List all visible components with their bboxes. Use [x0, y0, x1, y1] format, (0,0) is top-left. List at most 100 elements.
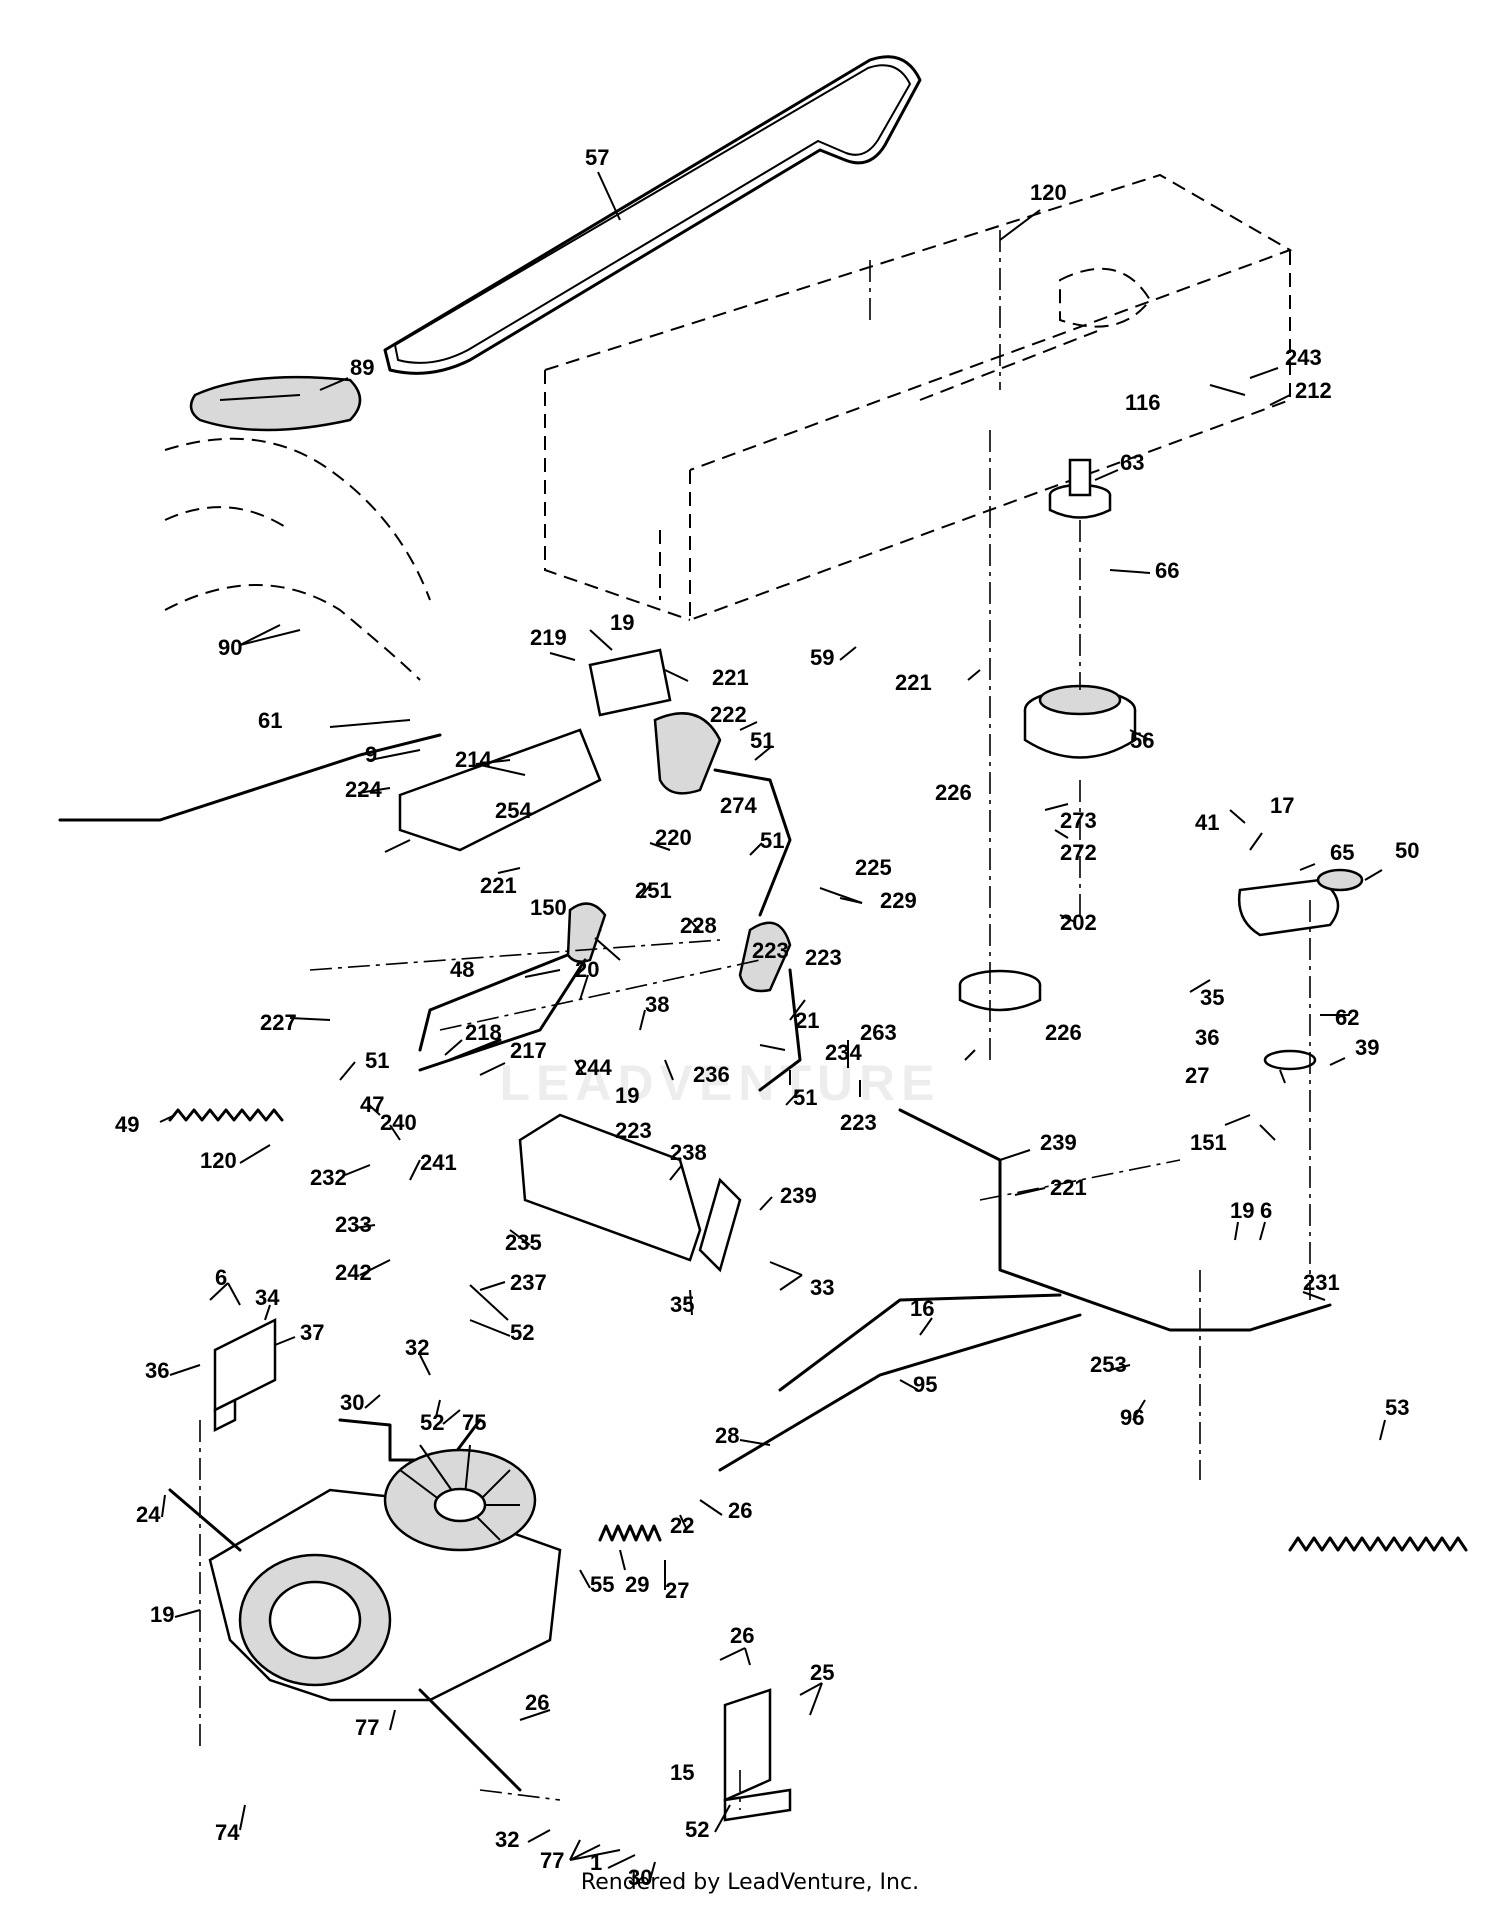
- bracket-30-lower: [723, 1688, 792, 1822]
- callout-19: 19: [615, 1083, 639, 1108]
- callout-32: 32: [495, 1827, 519, 1852]
- callout-232: 232: [310, 1165, 347, 1190]
- callout-243: 243: [1285, 345, 1322, 370]
- callout-214: 214: [455, 747, 492, 772]
- callout-202: 202: [1060, 910, 1097, 935]
- callout-272: 272: [1060, 840, 1097, 865]
- callout-90: 90: [218, 635, 242, 660]
- callout-221: 221: [895, 670, 932, 695]
- electric-clutch: [1023, 684, 1137, 759]
- callout-151: 151: [1190, 1130, 1227, 1155]
- callout-15: 15: [670, 1760, 694, 1785]
- callout-223: 223: [752, 938, 789, 963]
- callout-254: 254: [495, 798, 532, 823]
- callout-28: 28: [715, 1423, 739, 1448]
- callout-66: 66: [1155, 558, 1179, 583]
- callout-26: 26: [728, 1498, 752, 1523]
- callout-17: 17: [1270, 793, 1294, 818]
- callout-19: 19: [610, 610, 634, 635]
- callout-32: 32: [405, 1335, 429, 1360]
- callout-65: 65: [1330, 840, 1354, 865]
- callout-1: 1: [590, 1850, 602, 1875]
- callout-6: 6: [1260, 1198, 1272, 1223]
- callout-224: 224: [345, 777, 382, 802]
- drive-belt: [383, 55, 922, 375]
- callout-51: 51: [760, 828, 784, 853]
- callout-61: 61: [258, 708, 282, 733]
- callout-36: 36: [145, 1358, 169, 1383]
- callout-228: 228: [680, 913, 717, 938]
- callout-242: 242: [335, 1260, 372, 1285]
- callout-116: 116: [1125, 390, 1161, 415]
- callout-212: 212: [1295, 378, 1332, 403]
- shift-lever: [418, 902, 607, 1072]
- transaxle-fan: [383, 1444, 537, 1552]
- idler-pulley-63: [1048, 458, 1112, 519]
- callout-237: 237: [510, 1270, 547, 1295]
- frame-outline: [544, 173, 1293, 622]
- callout-34: 34: [255, 1285, 280, 1310]
- callout-49: 49: [115, 1112, 139, 1137]
- callout-238: 238: [670, 1140, 707, 1165]
- callout-57: 57: [585, 145, 609, 170]
- callout-48: 48: [450, 957, 474, 982]
- watermark: LEADVENTURE: [499, 1055, 940, 1111]
- callout-221: 221: [480, 873, 517, 898]
- callout-239: 239: [1040, 1130, 1077, 1155]
- callout-220: 220: [655, 825, 692, 850]
- callout-30: 30: [628, 1865, 652, 1890]
- callout-77: 77: [355, 1715, 379, 1740]
- callout-263: 263: [860, 1020, 897, 1045]
- callout-236: 236: [693, 1062, 730, 1087]
- callout-235: 235: [505, 1230, 542, 1255]
- callout-221: 221: [712, 665, 749, 690]
- callout-217: 217: [510, 1038, 547, 1063]
- callout-222: 222: [710, 702, 747, 727]
- callout-38: 38: [645, 992, 669, 1017]
- idler-bracket: [1237, 868, 1364, 1071]
- bracket-30-upper: [213, 1317, 277, 1433]
- callout-234: 234: [825, 1040, 862, 1065]
- callout-21: 21: [795, 1008, 819, 1033]
- callout-233: 233: [335, 1212, 372, 1237]
- callout-24: 24: [136, 1502, 161, 1527]
- callout-253: 253: [1090, 1352, 1127, 1377]
- callout-229: 229: [880, 888, 917, 913]
- callout-37: 37: [300, 1320, 324, 1345]
- callout-231: 231: [1303, 1270, 1340, 1295]
- callout-219: 219: [530, 625, 567, 650]
- spring-55: [1288, 1536, 1468, 1552]
- callout-74: 74: [215, 1820, 240, 1845]
- callout-36: 36: [1195, 1025, 1219, 1050]
- callout-273: 273: [1060, 808, 1097, 833]
- callout-29: 29: [625, 1572, 649, 1597]
- callout-96: 96: [1120, 1405, 1144, 1430]
- callout-274: 274: [720, 793, 757, 818]
- pedal-cover: [189, 375, 362, 432]
- leader-lines: [159, 171, 1386, 1881]
- callout-47: 47: [360, 1092, 384, 1117]
- callout-226: 226: [935, 780, 972, 805]
- callout-53: 53: [1385, 1395, 1409, 1420]
- callout-223: 223: [840, 1110, 877, 1135]
- callout-26: 26: [730, 1623, 754, 1648]
- callout-39: 39: [1355, 1035, 1379, 1060]
- callout-33: 33: [810, 1275, 834, 1300]
- pedals: [653, 712, 802, 1092]
- callout-63: 63: [1120, 450, 1144, 475]
- callout-52: 52: [685, 1817, 709, 1842]
- footer-credit: Rendered by LeadVenture, Inc.: [580, 1870, 920, 1895]
- callout-51: 51: [750, 728, 774, 753]
- callout-241: 241: [420, 1150, 457, 1175]
- pulley-38: [958, 969, 1042, 1012]
- callout-244: 244: [575, 1055, 612, 1080]
- callout-6: 6: [215, 1265, 227, 1290]
- callout-9: 9: [365, 742, 377, 767]
- body-outline: [164, 437, 431, 681]
- callout-50: 50: [1395, 838, 1419, 863]
- callout-95: 95: [913, 1372, 937, 1397]
- callout-77: 77: [540, 1848, 564, 1873]
- callout-51: 51: [365, 1048, 389, 1073]
- callout-62: 62: [1335, 1005, 1359, 1030]
